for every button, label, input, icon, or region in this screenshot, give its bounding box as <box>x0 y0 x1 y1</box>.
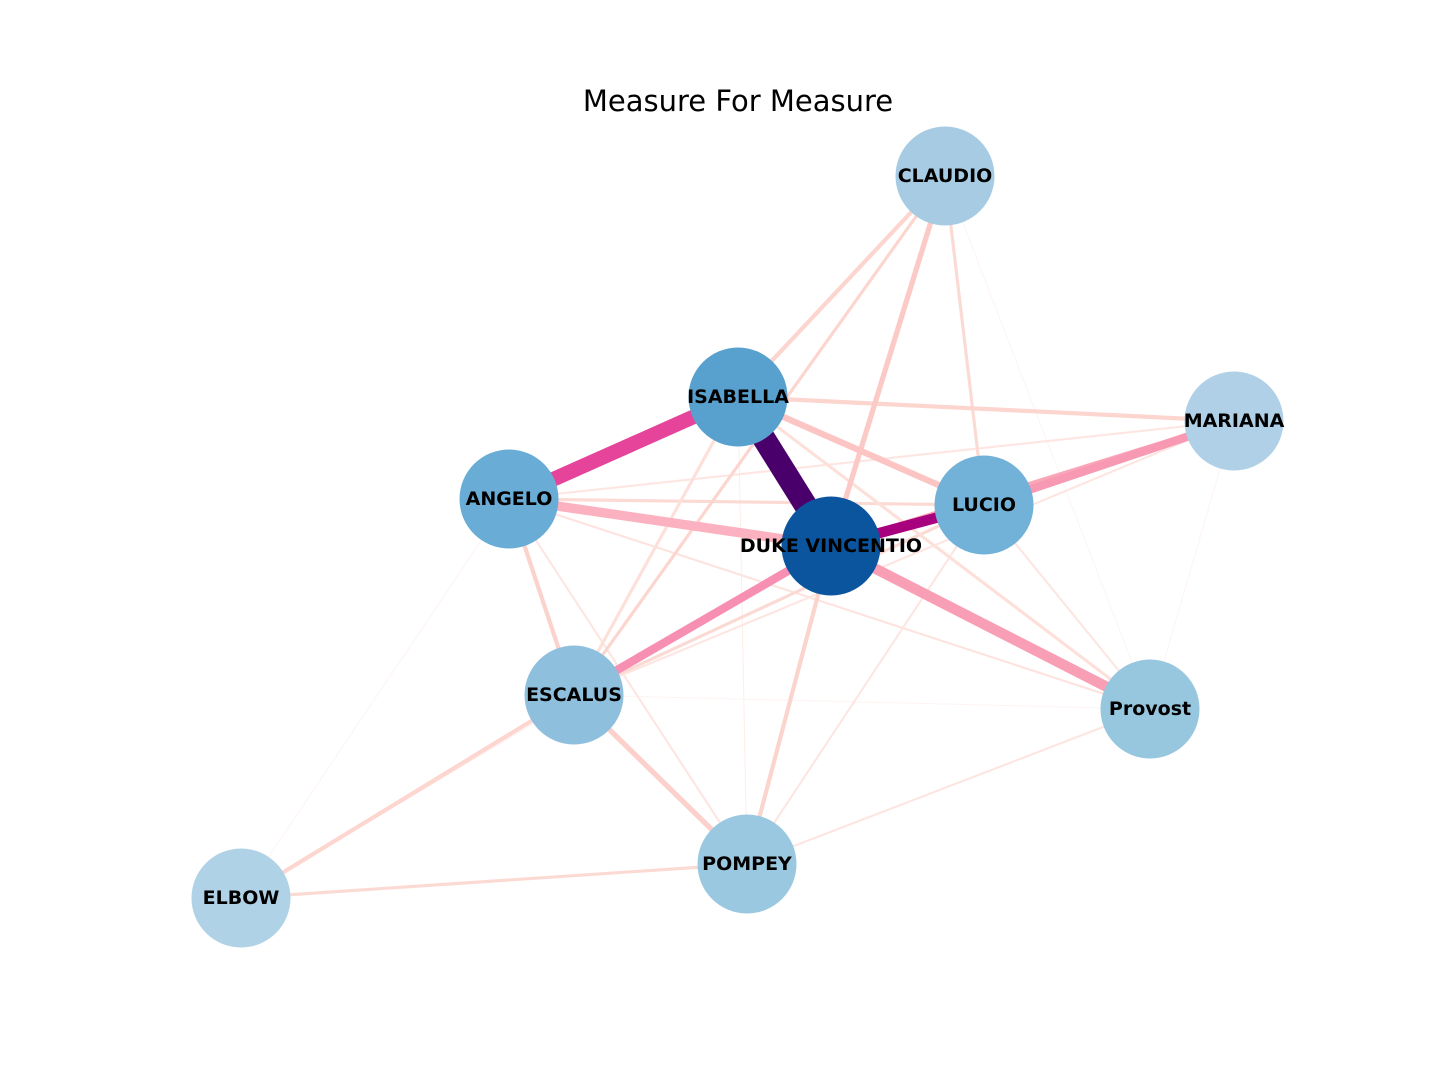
edge-claudio-lucio <box>943 175 986 506</box>
node-label-isabella: ISABELLA <box>687 386 789 408</box>
edge-pompey-provost <box>746 708 1151 865</box>
node-label-claudio: CLAUDIO <box>898 165 993 187</box>
node-label-lucio: LUCIO <box>952 494 1016 516</box>
edge-isabella-pompey <box>737 396 748 865</box>
node-circle-escalus <box>524 645 624 745</box>
node-angelo: ANGELO <box>459 449 559 549</box>
node-label-elbow: ELBOW <box>203 887 280 909</box>
edge-claudio-provost <box>944 175 1151 710</box>
edge-angelo-lucio <box>508 497 985 507</box>
node-circle-lucio <box>934 455 1034 555</box>
edge-angelo-pompey <box>508 498 748 865</box>
node-circle-provost <box>1100 659 1200 759</box>
edge-duke-claudio <box>828 175 948 547</box>
edge-escalus-mariana <box>573 420 1235 696</box>
nodes-layer: CLAUDIO ISABELLA MARIANA ANGELO LUCIO DUKE VI… <box>191 126 1285 948</box>
edge-angelo-provost <box>508 498 1151 710</box>
node-mariana: MARIANA <box>1184 371 1285 471</box>
edge-isabella-provost <box>737 395 1151 711</box>
node-label-pompey: POMPEY <box>702 853 792 875</box>
node-claudio: CLAUDIO <box>895 126 995 226</box>
node-circle-isabella <box>688 347 788 447</box>
node-label-mariana: MARIANA <box>1184 410 1285 432</box>
node-provost: Provost <box>1100 659 1200 759</box>
graph-title: Measure For Measure <box>582 84 894 118</box>
node-label-provost: Provost <box>1109 698 1191 720</box>
node-circle-duke <box>781 496 881 596</box>
node-label-angelo: ANGELO <box>466 488 553 510</box>
edge-isabella-escalus <box>572 396 740 696</box>
edge-escalus-elbow <box>239 693 576 900</box>
node-escalus: ESCALUS <box>524 645 624 745</box>
edge-angelo-elbow <box>240 498 510 899</box>
edge-duke-angelo <box>508 494 832 551</box>
edge-isabella-claudio <box>736 174 947 399</box>
node-circle-pompey <box>697 814 797 914</box>
edge-lucio-escalus <box>573 503 985 697</box>
node-circle-angelo <box>459 449 559 549</box>
node-label-duke: DUKE VINCENTIO <box>740 535 922 557</box>
edges-layer <box>239 174 1236 900</box>
edge-lucio-pompey <box>746 504 985 865</box>
node-label-escalus: ESCALUS <box>526 684 622 706</box>
edge-escalus-provost <box>573 694 1151 710</box>
edge-duke-pompey <box>744 545 834 865</box>
node-elbow: ELBOW <box>191 848 291 948</box>
edge-isabella-mariana <box>737 394 1235 424</box>
edge-angelo-mariana <box>508 419 1235 501</box>
edge-duke-escalus <box>571 542 834 699</box>
edge-duke-provost <box>828 541 1153 714</box>
node-circle-elbow <box>191 848 291 948</box>
node-isabella: ISABELLA <box>687 347 789 447</box>
node-lucio: LUCIO <box>934 455 1034 555</box>
node-circle-claudio <box>895 126 995 226</box>
node-pompey: POMPEY <box>697 814 797 914</box>
edge-mariana-provost <box>1149 420 1235 710</box>
node-duke: DUKE VINCENTIO <box>740 496 922 596</box>
node-circle-mariana <box>1184 371 1284 471</box>
edge-elbow-pompey <box>240 862 748 900</box>
